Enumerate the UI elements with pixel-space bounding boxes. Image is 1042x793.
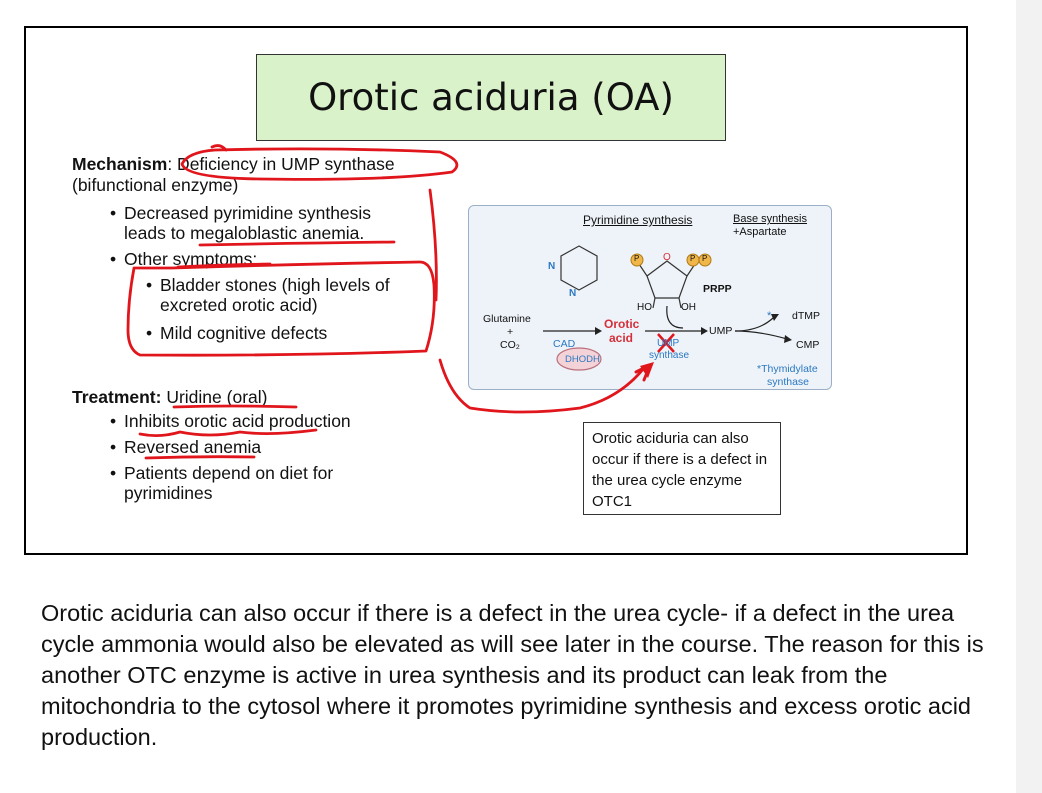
prpp-label: PRPP [703,283,732,295]
treatment-bullet-reversed: Reversed anemia [110,437,261,457]
diagram-aspartate: +Aspartate [733,226,787,238]
co2-label: CO₂ [500,339,520,351]
bullet-decreased: Decreased pyrimidine synthesis [110,203,371,223]
treatment-text: Uridine (oral) [161,387,268,407]
acid-label: acid [609,331,634,345]
oh-label: OH [681,302,696,313]
phosphate-icon [698,253,712,267]
slide: Orotic aciduria (OA) Mechanism: Deficien… [24,26,968,555]
p-label: P [702,254,708,263]
mechanism-label: Mechanism [72,154,168,174]
scrollbar-track[interactable] [1016,0,1042,793]
bullet-other-symptoms: Other symptoms: [110,249,257,269]
bullet-decreased-l2: leads to megaloblastic anemia. [124,223,365,243]
dtmp-label: dTMP [792,310,821,322]
mechanism-text: Deficiency in UMP synthase [172,154,395,174]
plus-label: + [507,326,514,338]
treatment-bullet-diet-l2: pyrimidines [124,483,213,503]
treatment-label: Treatment: [72,387,162,407]
treatment-line: Treatment: Uridine (oral) [72,387,267,407]
p-label: P [690,254,696,263]
mechanism-line2: (bifunctional enzyme) [72,175,239,195]
subbullet-cognitive: Mild cognitive defects [146,323,327,343]
orotic-label: Orotic [604,317,640,331]
subbullet-bladder: Bladder stones (high levels of [146,275,390,295]
n-label-top: N [548,261,556,272]
cad-label: CAD [553,338,576,350]
subbullet-bladder-l2: excreted orotic acid) [160,295,318,315]
ho-label: HO [637,302,652,313]
ump-label: UMP [709,325,733,337]
treatment-bullet-inhibits: Inhibits orotic acid production [110,411,351,431]
diagram-pyrimidine-synthesis: Pyrimidine synthesis [583,213,693,227]
otc-note: Orotic aciduria can also occur if there … [583,422,781,515]
thymidylate-label-2: synthase [767,376,810,388]
ump-synthase-label-1: UMP [657,338,680,349]
pyrimidine-diagram: Pyrimidine synthesis Base synthesis +Asp… [468,205,832,390]
mechanism-line: Mechanism: Deficiency in UMP synthase [72,154,395,174]
n-label-bottom: N [569,288,577,299]
thymidylate-label-1: *Thymidylate [757,363,818,375]
star-label: * [767,310,772,322]
mechanism-colon: : [167,154,173,174]
glutamine-label: Glutamine [483,313,531,325]
treatment-bullet-diet: Patients depend on diet for [110,463,333,483]
slide-title: Orotic aciduria (OA) [256,54,726,141]
dhodh-label: DHODH [565,354,600,365]
cmp-label: CMP [796,339,820,351]
p-label: P [634,254,640,263]
lecture-note: Orotic aciduria can also occur if there … [41,600,984,750]
o-label: O [663,252,671,263]
ump-synthase-label-2: synthase [649,350,690,361]
diagram-base-synthesis: Base synthesis [733,213,807,225]
ribose-ring-icon [646,260,688,299]
pyrimidine-ring-icon [560,245,598,291]
phosphate-icon [630,253,644,267]
